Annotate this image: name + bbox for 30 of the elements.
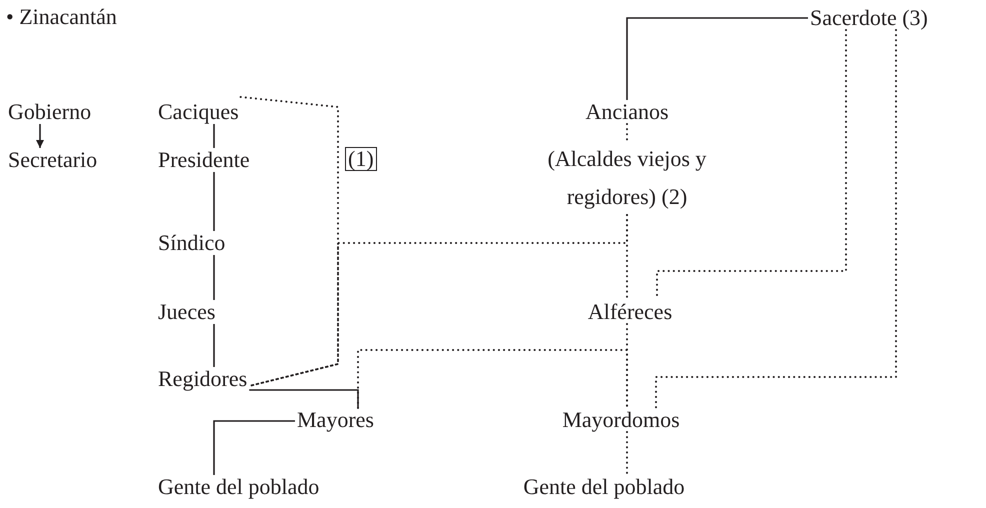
- node-label: Regidores: [158, 366, 248, 392]
- node-label: Sacerdote (3): [810, 5, 928, 31]
- node-label: Síndico: [158, 230, 226, 256]
- connector-line: [213, 172, 215, 231]
- node-label: Mayordomos: [562, 407, 680, 433]
- dotted-connector: [626, 431, 628, 476]
- node-label: Caciques: [158, 99, 239, 125]
- node-label: Gente del poblado: [158, 474, 320, 500]
- node-label: Ancianos: [585, 99, 669, 125]
- connector-line: [249, 389, 359, 408]
- dotted-connector: [655, 29, 897, 409]
- dotted-connector: [626, 123, 628, 142]
- title: • Zinacantán: [6, 4, 117, 30]
- dotted-connector: [240, 96, 339, 387]
- connector-line: [213, 420, 295, 475]
- node-label: Gente del poblado: [523, 474, 685, 500]
- node-label: Secretario: [8, 147, 98, 173]
- node-label: Alféreces: [588, 299, 672, 325]
- connector-line: [213, 124, 215, 148]
- connector-line: [626, 17, 808, 100]
- arrow: [36, 124, 44, 148]
- node-label: Jueces: [158, 299, 216, 325]
- connector-line: [213, 324, 215, 367]
- node-label: (Alcaldes viejos y regidores) (2): [522, 140, 732, 216]
- boxed-note: (1): [345, 147, 377, 171]
- connector-line: [213, 255, 215, 300]
- node-label: Gobierno: [8, 99, 92, 125]
- node-label: Mayores: [297, 407, 374, 433]
- dotted-connector: [357, 349, 628, 409]
- node-label: Presidente: [158, 147, 250, 173]
